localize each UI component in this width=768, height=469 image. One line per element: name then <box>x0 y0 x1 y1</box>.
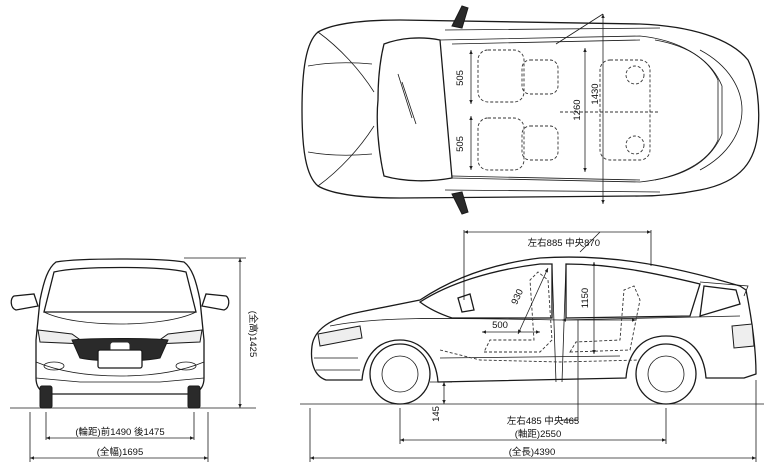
top-view: 505 505 1260 1430 <box>301 5 760 215</box>
front-mirror-left <box>10 293 39 311</box>
side-front-wheel <box>369 343 431 405</box>
side-headroom-label: 左右885 中央870 <box>528 237 600 249</box>
side-headlight <box>317 325 363 347</box>
top-front-seat-upper <box>477 49 525 103</box>
front-tire-right <box>187 385 201 409</box>
top-mirror-upper <box>451 5 469 29</box>
side-legroom-label: 左右485 中央465 <box>507 415 579 427</box>
side-view: 左右885 中央870 930 1150 500 左右485 中央465 145… <box>300 230 764 462</box>
front-tire-left <box>39 385 53 409</box>
side-wheelbase-label: (軸距)2550 <box>515 428 561 440</box>
side-rear-window <box>565 263 701 319</box>
top-front-seat-width: 505 <box>455 70 466 86</box>
top-rear-seat <box>599 59 651 161</box>
side-ground-clearance: 145 <box>431 406 442 422</box>
side-seat-depth: 500 <box>492 320 508 331</box>
top-rear-seat-width: 505 <box>455 136 466 152</box>
top-mirror-lower <box>451 191 469 215</box>
top-interior-width: 1260 <box>572 99 583 120</box>
top-windshield <box>376 37 453 182</box>
front-height-label: (全高)1425 <box>247 311 259 357</box>
side-mirror <box>457 293 475 313</box>
side-length-label: (全長)4390 <box>509 446 555 458</box>
side-body-outline <box>310 256 757 383</box>
front-width-label: (全幅)1695 <box>97 446 143 458</box>
side-taillight <box>731 323 755 349</box>
top-body-outline <box>301 19 760 199</box>
side-rear-wheel <box>635 343 697 405</box>
front-tread-label: (輪距)前1490 後1475 <box>75 426 164 438</box>
side-quarter-window <box>699 285 741 317</box>
front-license-plate <box>97 349 143 369</box>
top-front-seat-lower <box>477 117 525 171</box>
front-view: (輪距)前1490 後1475 (全幅)1695 (全高)1425 <box>10 257 259 462</box>
side-rear-seat <box>569 285 641 353</box>
side-cabin-height: 1150 <box>580 288 591 308</box>
front-mirror-right <box>201 293 230 311</box>
top-shoulder-width: 1430 <box>590 83 601 104</box>
front-windshield <box>43 266 197 313</box>
